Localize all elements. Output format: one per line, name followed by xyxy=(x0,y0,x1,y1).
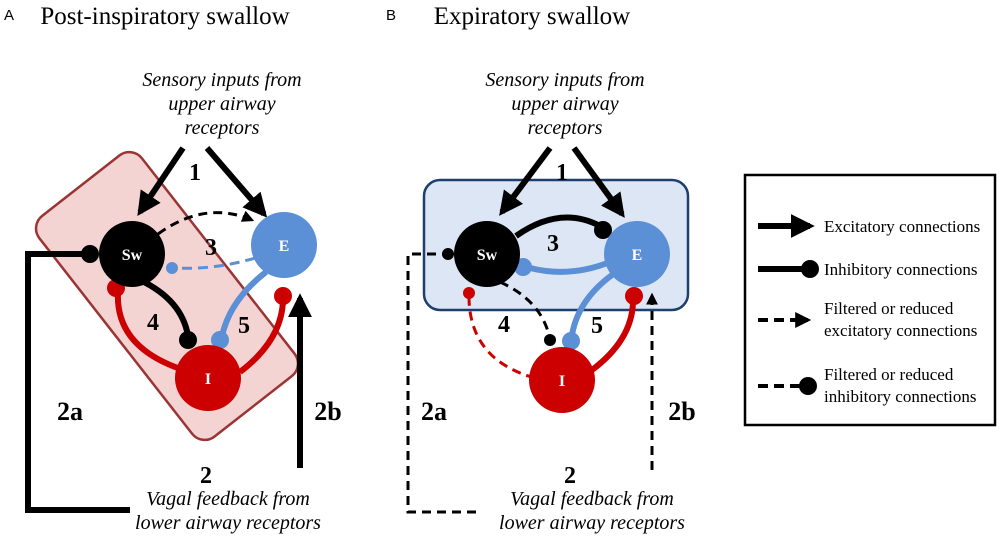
panel-b-label-1: 1 xyxy=(556,160,568,186)
panel-a-label-3: 3 xyxy=(205,235,217,261)
panel-b-conn-e-to-i-inhibitory xyxy=(569,272,614,336)
panel-a-letter: A xyxy=(4,7,14,24)
legend-filtered-excitatory-line1: Filtered or reduced xyxy=(824,299,954,318)
legend-filtered-inhibitory-line1: Filtered or reduced xyxy=(824,365,954,384)
legend-inhibitory-end xyxy=(801,260,819,278)
panel-a-conn-e-to-sw-end xyxy=(166,262,178,274)
legend-box xyxy=(743,173,997,427)
panel-b-node-sw-label: Sw xyxy=(477,247,498,264)
panel-a-conn-sw-to-e-filtered-excitatory xyxy=(157,210,255,236)
panel-a-label-5: 5 xyxy=(238,313,250,339)
panel-a-vagal-line2: lower airway receptors xyxy=(135,512,321,534)
panel-b-conn-sw-to-e-end xyxy=(594,221,612,239)
panel-a-node-e-label: E xyxy=(279,238,290,255)
panel-b-label-3: 3 xyxy=(547,231,559,257)
panel-b: B Expiratory swallow Sensory inputs from… xyxy=(386,3,696,534)
panel-a-conn-i-to-e-end xyxy=(274,287,292,305)
panel-a-sensory-line1: Sensory inputs from xyxy=(142,69,301,91)
panel-a-conn-i-to-sw-inhibitory xyxy=(114,291,191,375)
panel-b-conn-sw-to-e-inhibitory xyxy=(514,214,602,239)
panel-a-sensory-arrow-to-e xyxy=(204,146,268,218)
panel-a-label-1: 1 xyxy=(189,160,201,186)
panel-b-label-2b: 2b xyxy=(668,397,695,426)
panel-a-conn-e-to-sw-filtered-inhibitory xyxy=(175,256,256,270)
legend-filtered-inhibitory-line2: inhibitory connections xyxy=(824,387,977,406)
panel-b-conn-i-to-sw-end xyxy=(463,287,475,299)
panel-a-label-2a: 2a xyxy=(57,397,83,426)
panel-a-label-2: 2 xyxy=(200,463,212,489)
legend: Excitatory connections Inhibitory connec… xyxy=(743,173,997,427)
panel-b-conn-e-to-sw-inhibitory xyxy=(529,259,612,275)
panel-b-vagal-line2: lower airway receptors xyxy=(499,512,685,534)
panel-a-sensory-line2: upper airway xyxy=(168,93,275,115)
panel-b-conn-sw-to-i-filtered-inhibitory xyxy=(499,280,551,336)
panel-a-conn-sw-to-i-inhibitory xyxy=(138,277,191,337)
panel-b-sensory-arrow-to-sw xyxy=(499,146,553,216)
panel-a-node-i-label: I xyxy=(205,371,211,388)
panel-a-label-2b: 2b xyxy=(314,397,341,426)
panel-a-node-sw xyxy=(99,221,165,287)
panel-a-node-e xyxy=(251,212,317,278)
legend-filtered-inhibitory-end xyxy=(799,377,817,395)
legend-inhibitory-label: Inhibitory connections xyxy=(824,260,977,279)
panel-a-conn-e-to-i-inhibitory xyxy=(219,269,268,337)
panel-b-label-5: 5 xyxy=(591,313,603,339)
panel-a-vagal-2a-inhibitory xyxy=(25,251,130,513)
panel-a-vagal-2a-end xyxy=(81,245,99,263)
panel-b-node-e xyxy=(604,221,670,287)
panel-b-vagal-2a-filtered-inhibitory xyxy=(406,252,476,514)
panel-a-vagal-line1: Vagal feedback from xyxy=(146,488,310,510)
panel-b-vagal-line1: Vagal feedback from xyxy=(510,488,674,510)
panel-b-sensory-line3: receptors xyxy=(528,117,603,139)
panel-a-conn-i-to-e-inhibitory xyxy=(238,299,286,375)
panel-a-sensory-arrow-to-sw xyxy=(137,146,186,216)
panel-a-title: Post-inspiratory swallow xyxy=(40,3,289,30)
panel-b-label-2: 2 xyxy=(564,463,576,489)
panel-b-node-i xyxy=(529,347,595,413)
panel-b-sensory-line1: Sensory inputs from xyxy=(485,69,644,91)
panel-b-title: Expiratory swallow xyxy=(434,3,630,30)
panel-a-node-sw-label: Sw xyxy=(122,247,143,264)
panel-b-node-i-label: I xyxy=(559,373,565,390)
panel-a: A Post-inspiratory swallow Sensory input… xyxy=(4,3,342,534)
legend-filtered-excitatory-line2: excitatory connections xyxy=(824,321,977,340)
panel-b-vagal-2a-end xyxy=(442,248,454,260)
panel-b-conn-sw-to-i-end xyxy=(544,334,556,346)
panel-a-conn-e-to-i-end xyxy=(211,331,229,349)
panel-a-label-4: 4 xyxy=(147,310,159,336)
panel-b-sensory-arrow-to-e xyxy=(571,146,625,218)
panel-a-conn-sw-to-i-end xyxy=(179,331,197,349)
panel-a-sensory-line3: receptors xyxy=(185,117,260,139)
panel-b-conn-e-to-i-end xyxy=(562,332,580,350)
panel-b-letter: B xyxy=(386,7,396,24)
panel-b-label-4: 4 xyxy=(498,312,510,338)
panel-b-conn-i-to-e-end xyxy=(625,287,643,305)
panel-b-node-e-label: E xyxy=(632,247,643,264)
panel-b-label-2a: 2a xyxy=(421,397,447,426)
panel-a-node-i xyxy=(175,345,241,411)
panel-b-node-sw xyxy=(454,221,520,287)
legend-excitatory-label: Excitatory connections xyxy=(824,217,980,236)
panel-b-conn-i-to-e-inhibitory xyxy=(590,301,636,373)
panel-b-sensory-line2: upper airway xyxy=(511,93,618,115)
